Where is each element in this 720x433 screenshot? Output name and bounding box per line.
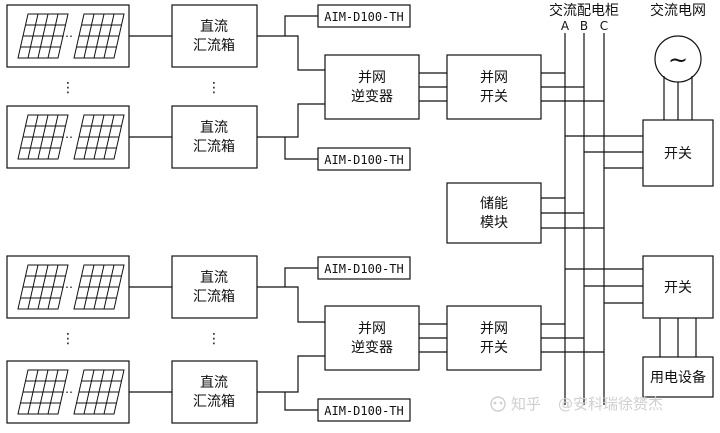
watermark-site: 知乎	[511, 395, 541, 413]
solar-panel-icon	[73, 13, 125, 59]
bus-label-a: A	[561, 19, 570, 33]
ac-cabinet-label: 交流配电柜	[549, 2, 619, 19]
ellipsis-icon: ⋮	[61, 331, 75, 347]
solar-panel-icon	[17, 13, 69, 59]
solar-panel-icon	[73, 264, 125, 310]
grid-switch-label: 并网	[480, 70, 508, 86]
inverter-label: 并网	[358, 70, 386, 86]
monitor-label: AIM-D100-TH	[324, 262, 403, 276]
ellipsis-icon: ⋮	[61, 80, 75, 96]
inverter-label: 逆变器	[351, 340, 393, 356]
ellipsis-icon: ⋮	[207, 331, 221, 347]
dc-combiner-box	[171, 360, 258, 424]
monitor-label: AIM-D100-TH	[324, 10, 403, 24]
inverter-box	[324, 54, 420, 120]
dc-combiner-label: 直流	[200, 374, 228, 391]
grid-switch-box	[446, 305, 542, 371]
solar-panel-icon	[17, 114, 69, 160]
ac-wave-icon: ~	[668, 46, 688, 74]
ellipsis-icon: ⋯	[61, 29, 73, 43]
grid-switch-label: 开关	[480, 89, 508, 105]
dc-combiner-label: 汇流箱	[193, 394, 235, 410]
monitor-label: AIM-D100-TH	[324, 404, 403, 418]
zhihu-logo-icon	[490, 396, 506, 412]
solar-panel-icon	[17, 264, 69, 310]
watermark-author: @安科瑞徐赟杰	[558, 395, 663, 413]
storage-module-box	[446, 182, 542, 244]
ellipsis-icon: ⋯	[61, 130, 73, 144]
solar-panel-icons	[17, 13, 125, 415]
ellipsis-icon: ⋮	[207, 80, 221, 96]
dc-combiner-box	[171, 4, 258, 68]
grid-switch-label: 并网	[480, 321, 508, 337]
solar-panel-icon	[73, 369, 125, 415]
storage-label: 模块	[480, 215, 508, 231]
solar-panel-icon	[73, 114, 125, 160]
switch-label: 开关	[664, 280, 692, 296]
dc-combiner-label: 直流	[200, 18, 228, 35]
dc-combiner-box	[171, 105, 258, 169]
dc-combiner-label: 直流	[200, 269, 228, 286]
grid-switch-label: 开关	[480, 340, 508, 356]
ellipsis-icon: ⋯	[61, 280, 73, 294]
dc-combiner-label: 汇流箱	[193, 289, 235, 305]
inverter-label: 逆变器	[351, 89, 393, 105]
bus-label-b: B	[580, 19, 588, 33]
watermark: 知乎 @安科瑞徐赟杰	[490, 395, 663, 413]
dc-combiner-labels: 直流 汇流箱 直流 汇流箱 直流 汇流箱 直流 汇流箱	[193, 18, 235, 410]
monitor-label: AIM-D100-TH	[324, 153, 403, 167]
ellipsis-icon: ⋯	[61, 385, 73, 399]
grid-switch-box	[446, 54, 542, 120]
ac-grid-label: 交流电网	[650, 2, 706, 19]
dc-combiner-label: 直流	[200, 119, 228, 136]
inverter-box	[324, 305, 420, 371]
solar-panel-icon	[17, 369, 69, 415]
dc-combiner-label: 汇流箱	[193, 139, 235, 155]
dc-combiner-box	[171, 255, 258, 319]
load-label: 用电设备	[650, 369, 706, 386]
dc-combiner-label: 汇流箱	[193, 38, 235, 54]
storage-label: 储能	[480, 196, 508, 212]
bus-label-c: C	[600, 19, 608, 33]
inverter-label: 并网	[358, 321, 386, 337]
switch-label: 开关	[664, 146, 692, 162]
